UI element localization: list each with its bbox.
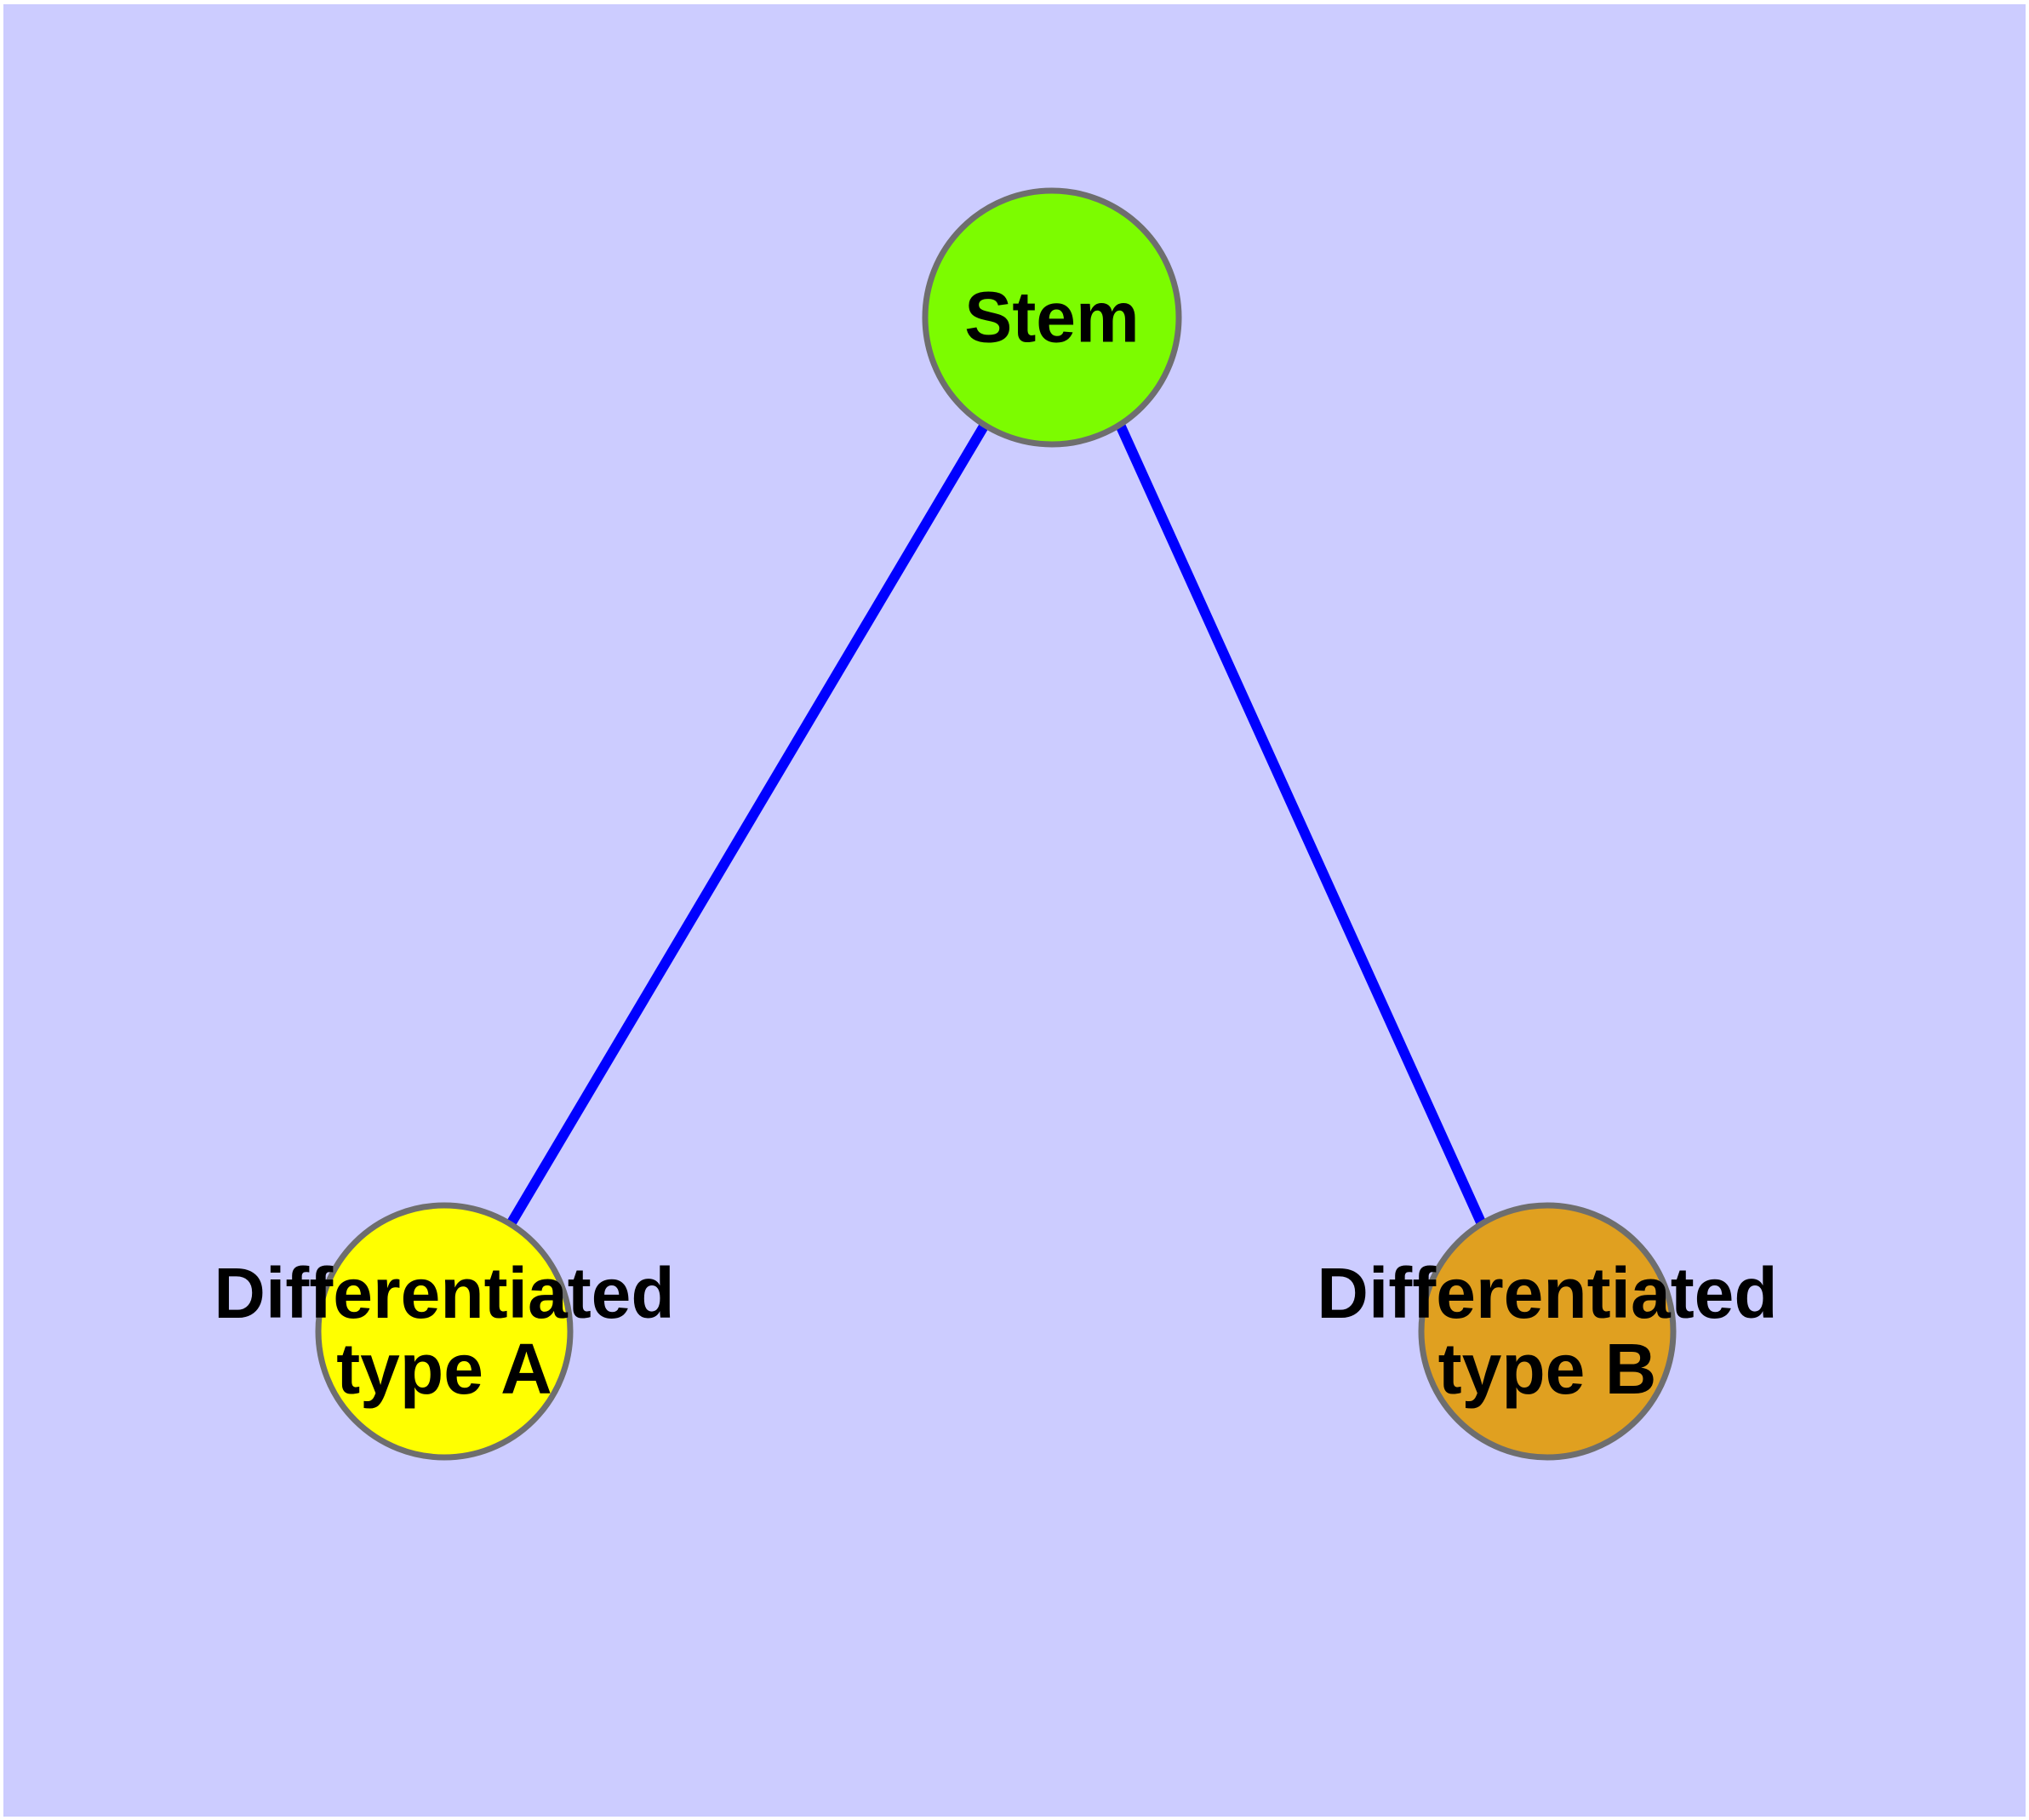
node-stem[interactable] — [922, 187, 1182, 448]
node-differentiated-type-a[interactable] — [315, 1202, 574, 1461]
edge-stem-to-diff-b — [1115, 422, 1487, 1227]
node-layer — [315, 187, 1677, 1461]
edge-stem-to-diff-a — [506, 421, 990, 1228]
edge-layer — [506, 421, 1487, 1228]
node-differentiated-type-b[interactable] — [1418, 1202, 1677, 1461]
